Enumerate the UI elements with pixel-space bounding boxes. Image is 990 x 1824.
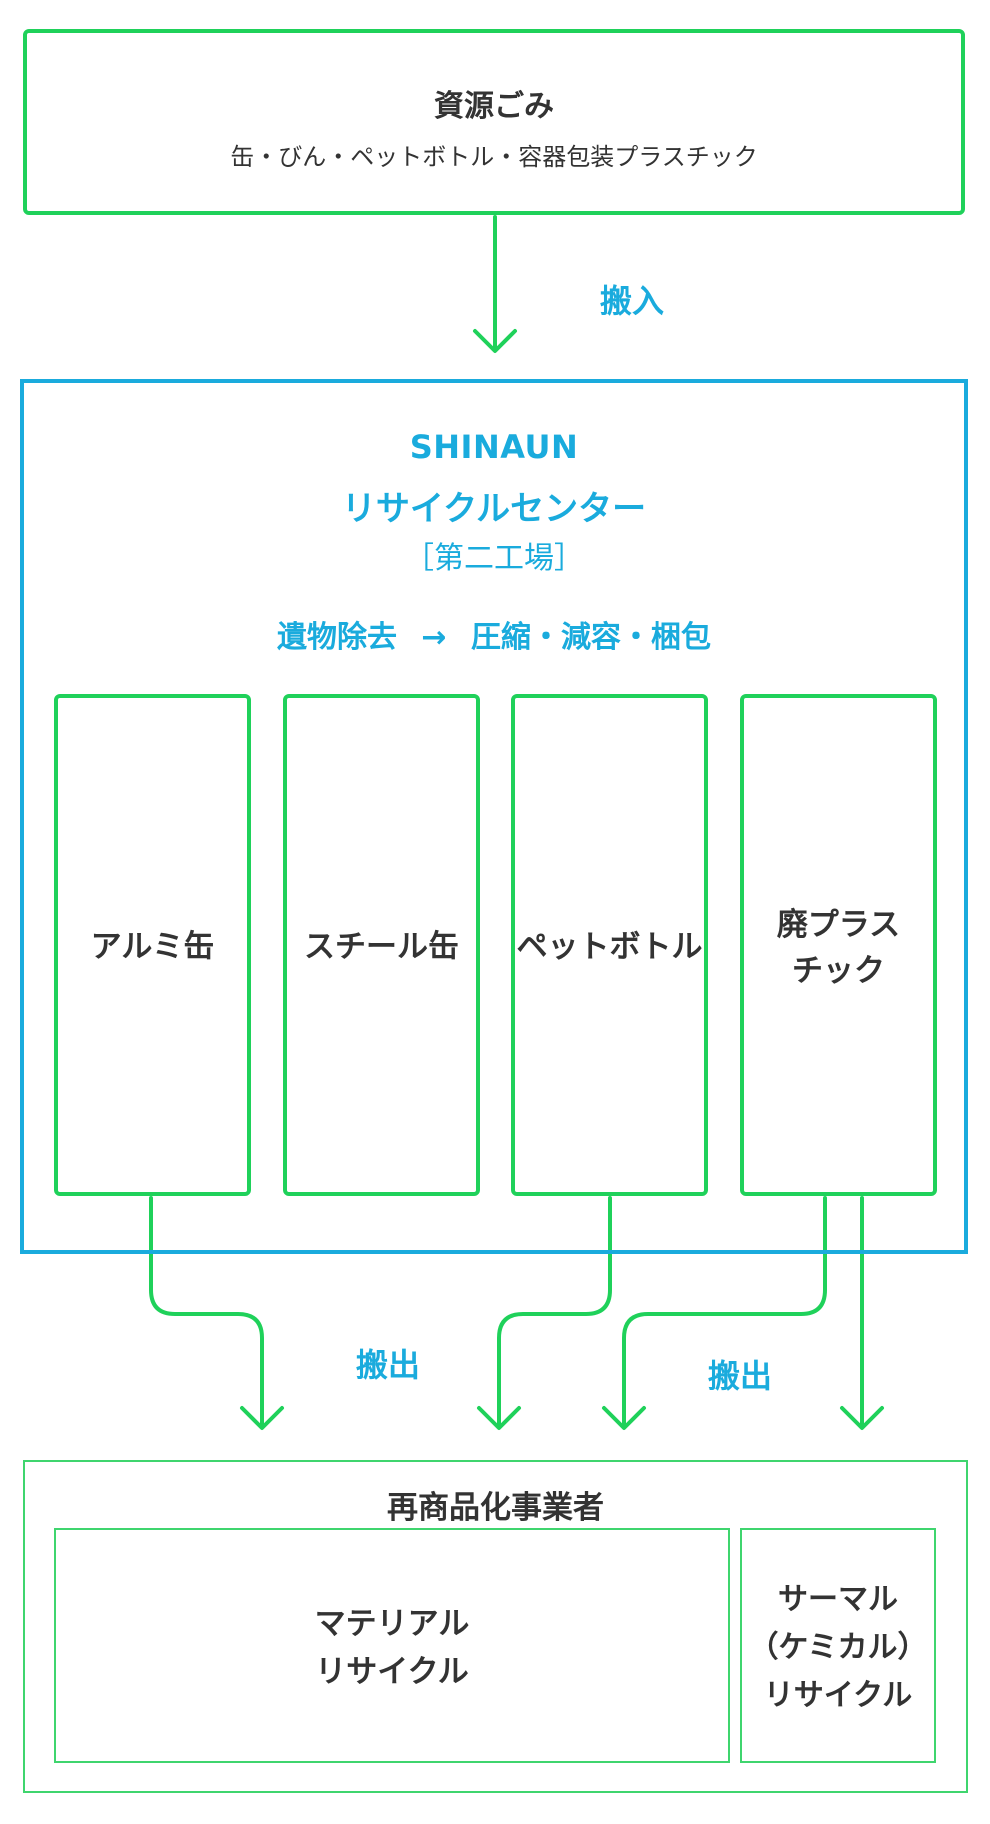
aluminium-arrowhead (240, 1406, 284, 1430)
aluminium-flow-line (149, 1196, 264, 1429)
pet-arrowhead (477, 1406, 521, 1430)
process-arrow: → (421, 620, 447, 655)
outbound-label-right: 搬出 (708, 1357, 773, 1395)
category-box-steel: スチール缶 (283, 694, 480, 1196)
material-recycle-label: マテリアル リサイクル (314, 1606, 470, 1690)
center-process: 遺物除去 → 圧縮・減容・梱包 (24, 612, 964, 656)
inbound-arrowhead (473, 329, 517, 353)
plastic-thermal-arrowhead (840, 1406, 884, 1430)
center-name: リサイクルセンター (341, 489, 647, 529)
category-label: 廃プラス チック (776, 907, 901, 989)
plastic-material-arrowhead (602, 1406, 646, 1430)
category-label: ペットボトル (516, 929, 703, 965)
center-brand: SHINAUN (409, 428, 579, 466)
material-recycle-box: マテリアル リサイクル (54, 1528, 730, 1763)
process-removal: 遺物除去 (276, 620, 397, 655)
category-label: アルミ缶 (90, 929, 215, 965)
thermal-recycle-box: サーマル （ケミカル） リサイクル (740, 1528, 936, 1763)
source-subtitle: 缶・びん・ペットボトル・容器包装プラスチック (230, 143, 758, 171)
source-box: 資源ごみ 缶・びん・ペットボトル・容器包装プラスチック (23, 29, 965, 215)
source-title: 資源ごみ (434, 89, 554, 124)
process-compression: 圧縮・減容・梱包 (471, 620, 712, 655)
destination-title: 再商品化事業者 (387, 1490, 604, 1526)
category-box-plastic: 廃プラス チック (740, 694, 937, 1196)
pet-flow-line (497, 1196, 612, 1429)
category-box-pet: ペットボトル (511, 694, 708, 1196)
recycle-center-box: SHINAUN リサイクルセンター ［第二工場］ 遺物除去 → 圧縮・減容・梱包 (20, 379, 968, 1254)
thermal-recycle-label: サーマル （ケミカル） リサイクル (748, 1582, 928, 1713)
outbound-label-left: 搬出 (356, 1346, 421, 1384)
destination-box: 再商品化事業者 (23, 1460, 968, 1793)
plastic-material-flow-line (622, 1196, 827, 1429)
category-label: スチール缶 (304, 929, 459, 965)
category-box-aluminium: アルミ缶 (54, 694, 251, 1196)
inbound-label: 搬入 (600, 282, 665, 320)
center-factory: ［第二工場］ (404, 541, 584, 576)
